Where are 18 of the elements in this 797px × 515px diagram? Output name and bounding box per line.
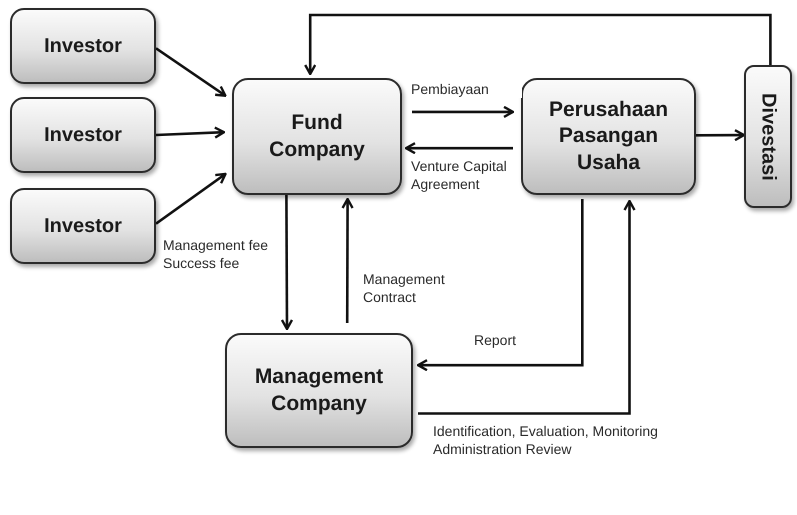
arrow (696, 128, 746, 142)
arrow (404, 142, 513, 154)
arrow (341, 198, 354, 323)
arrow (156, 126, 226, 139)
arrow (155, 172, 227, 225)
process-box: Management Company (225, 333, 413, 448)
process-box: Investor (10, 188, 156, 264)
arrow (304, 14, 772, 76)
arrow (418, 200, 636, 415)
arrow (412, 106, 514, 118)
process-box: Investor (10, 8, 156, 84)
process-box: Divestasi (744, 65, 792, 208)
arrow (155, 47, 227, 97)
process-box: Fund Company (232, 78, 402, 195)
arrow (280, 195, 294, 330)
process-box: Investor (10, 97, 156, 173)
process-box: Perusahaan Pasangan Usaha (521, 78, 696, 195)
arrow (416, 199, 584, 372)
